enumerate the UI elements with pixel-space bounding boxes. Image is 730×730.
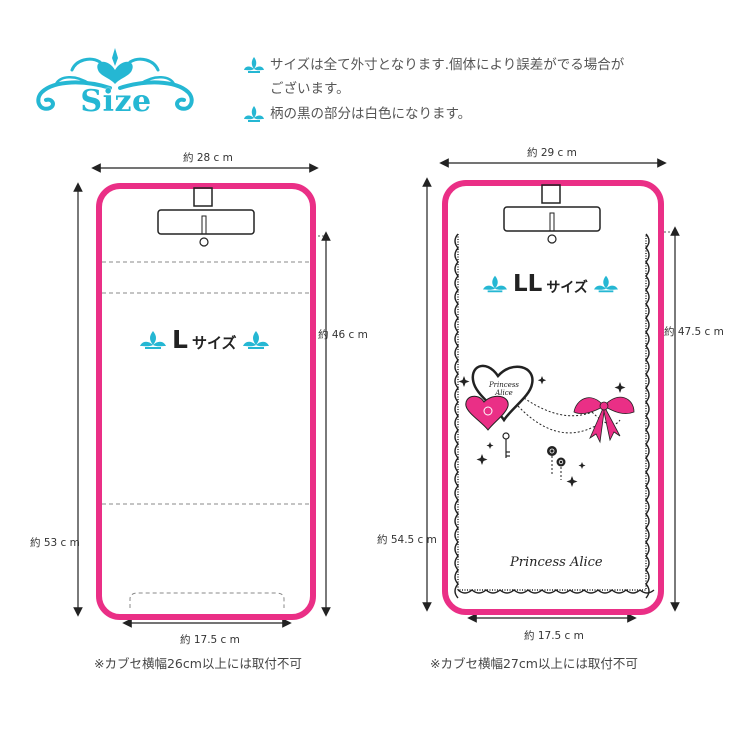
right-height-label: 約 54.5 c m bbox=[377, 534, 437, 546]
heart-text-1: Princess bbox=[488, 381, 519, 389]
right-size-big: LL bbox=[513, 271, 543, 297]
fleur-icon bbox=[140, 330, 166, 349]
note-text-1: サイズは全て外寸となります.個体により誤差がでる場合が bbox=[270, 57, 625, 73]
left-size-title: L サイズ bbox=[138, 325, 271, 354]
left-bottom-label: 約 17.5 c m bbox=[180, 634, 240, 646]
heart-text-2: Alice bbox=[494, 389, 513, 397]
note-text-3: 柄の黒の部分は白色になります。 bbox=[270, 106, 472, 122]
size-logo: Size bbox=[30, 40, 200, 135]
left-footnote: ※カブセ横幅26cm以上には取付不可 bbox=[94, 656, 302, 671]
right-footnote: ※カブセ横幅27cm以上には取付不可 bbox=[430, 656, 638, 671]
clasp-plate bbox=[503, 206, 601, 232]
right-bottom-label: 約 17.5 c m bbox=[524, 630, 584, 642]
heart-icon: Princess Alice bbox=[471, 364, 534, 423]
right-size-title: LL サイズ bbox=[481, 271, 620, 297]
left-height-label: 約 53 c m bbox=[30, 537, 80, 549]
right-width-label: 約 29 c m bbox=[527, 147, 577, 159]
heart-icon bbox=[465, 395, 509, 431]
fleur-icon bbox=[483, 275, 507, 293]
fleur-icon bbox=[244, 106, 264, 122]
clasp-tab bbox=[193, 187, 213, 207]
right-size-small: サイズ bbox=[546, 279, 588, 296]
left-size-small: サイズ bbox=[191, 333, 237, 352]
clasp-tab bbox=[541, 184, 561, 204]
fleur-icon bbox=[244, 57, 264, 73]
note-text-2: ございます。 bbox=[270, 81, 350, 97]
key-icon bbox=[502, 432, 510, 458]
fleur-icon bbox=[242, 330, 269, 349]
rose-icon bbox=[547, 446, 566, 480]
left-inner-height-label: 約 46 c m bbox=[318, 329, 368, 341]
logo-text: Size bbox=[80, 84, 152, 119]
ornament-flourish-icon bbox=[36, 48, 194, 111]
bow-icon bbox=[573, 396, 635, 444]
brand-script: Princess Alice bbox=[510, 555, 603, 570]
left-bag-outline bbox=[96, 183, 316, 620]
fleur-icon bbox=[593, 275, 618, 293]
right-bag-details: Princess Alice bbox=[454, 184, 655, 599]
left-size-big: L bbox=[172, 325, 188, 354]
left-width-label: 約 28 c m bbox=[183, 152, 233, 164]
lace-frame bbox=[454, 233, 655, 599]
left-bag-details bbox=[102, 187, 310, 608]
right-inner-height-label: 約 47.5 c m bbox=[664, 326, 724, 338]
sparkle-icon bbox=[458, 376, 626, 487]
